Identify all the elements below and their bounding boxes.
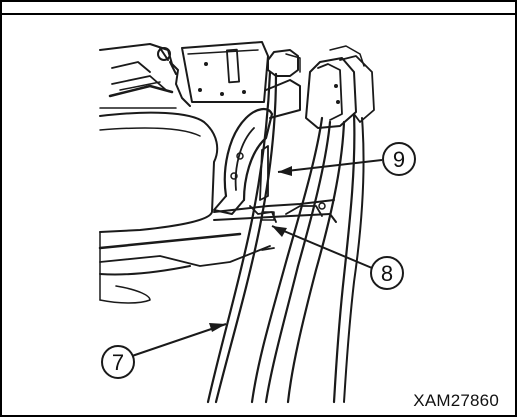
arrowhead-8 xyxy=(272,226,287,237)
arrowhead-9 xyxy=(278,166,292,176)
leader-lines xyxy=(131,159,383,357)
callout-8: 8 xyxy=(370,256,404,290)
callout-9: 9 xyxy=(382,142,416,176)
callout-label: 9 xyxy=(393,147,405,172)
lever-part xyxy=(213,108,274,215)
leader-8 xyxy=(271,225,373,269)
leader-7 xyxy=(131,323,227,357)
callout-7: 7 xyxy=(101,345,135,379)
callout-label: 8 xyxy=(381,261,393,286)
callout-label: 7 xyxy=(112,350,124,375)
cable-anchors xyxy=(265,45,375,129)
floor-bracket xyxy=(213,199,337,223)
cables xyxy=(206,70,365,404)
upper-left-panel xyxy=(99,43,191,109)
figure-code: XAM27860 xyxy=(413,391,499,410)
callout-circle xyxy=(370,256,404,290)
arrowhead-7 xyxy=(209,323,226,332)
bracket-plate xyxy=(181,41,269,103)
callout-circle xyxy=(101,345,135,379)
leader-9 xyxy=(277,159,383,173)
callout-circle xyxy=(382,142,416,176)
